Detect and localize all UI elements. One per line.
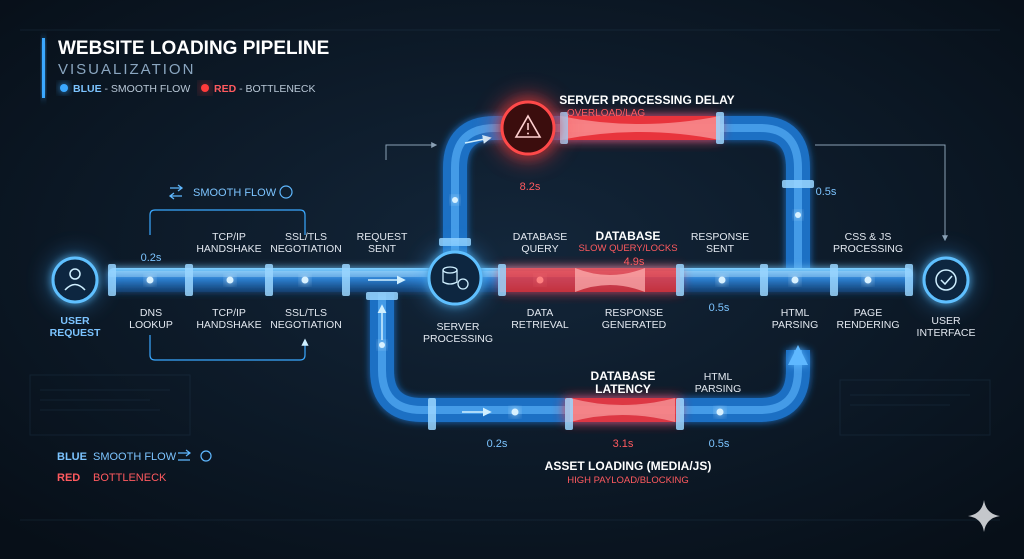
ssl-top-label-2: NEGOTIATION — [270, 243, 342, 255]
legend-bottom-blue-text: SMOOTH FLOW — [93, 451, 177, 463]
server-processing-node[interactable] — [421, 244, 489, 312]
flow-dots — [146, 197, 872, 416]
timing-bottom-right: 0.5s — [709, 438, 730, 450]
response-generated-label-2: GENERATED — [602, 319, 667, 331]
timing-response: 0.5s — [709, 302, 730, 314]
legend-bottom-red-key: RED — [57, 472, 80, 484]
connector-arrow-output — [815, 144, 948, 242]
legend-red-dot — [201, 84, 209, 92]
title-accent-bar — [42, 38, 45, 98]
timing-upper-right: 0.5s — [816, 186, 837, 198]
data-retrieval-label-1: DATA — [527, 307, 553, 319]
db-latency-constriction — [570, 398, 675, 422]
legend-top-red-text: - BOTTLENECK — [236, 83, 315, 95]
sparkle-icon — [968, 500, 1000, 532]
legend-top-red: RED - BOTTLENECK — [214, 83, 316, 95]
dns-label-2: LOOKUP — [129, 319, 173, 331]
tcp-bottom-label-1: TCP/IP — [212, 307, 246, 319]
title-line2: VISUALIZATION — [58, 61, 195, 78]
server-processing-label-1: SERVER — [437, 321, 480, 333]
smooth-flow-icon — [168, 184, 184, 200]
server-delay-sub: OVERLOAD/LAG — [567, 108, 646, 119]
ssl-top-label-1: SSL/TLS — [285, 231, 327, 243]
db-latency-title-2: LATENCY — [595, 382, 651, 396]
dns-label-1: DNS — [140, 307, 162, 319]
user-icon — [69, 268, 81, 280]
user-request-node[interactable] — [45, 250, 105, 310]
database-constriction — [575, 268, 645, 292]
html-parsing-label-1: HTML — [781, 307, 810, 319]
legend-top-blue-key: BLUE — [73, 83, 102, 95]
css-js-label-1: CSS & JS — [845, 231, 892, 243]
legend-top-red-key: RED — [214, 83, 237, 95]
db-query-label-2: QUERY — [521, 243, 558, 255]
db-latency-title-1: DATABASE — [591, 369, 656, 383]
background-panels — [20, 29, 1000, 521]
flow-icon — [178, 449, 212, 462]
server-delay-title: SERVER PROCESSING DELAY — [559, 93, 734, 107]
timing-dns: 0.2s — [141, 252, 162, 264]
ssl-bottom-label-1: SSL/TLS — [285, 307, 327, 319]
legend-bottom-red-text: BOTTLENECK — [93, 472, 167, 484]
html-parsing-label-2: PARSING — [772, 319, 818, 331]
request-sent-label-1: REQUEST — [357, 231, 408, 243]
title-line1: WEBSITE LOADING PIPELINE — [58, 38, 329, 59]
pipe-couplings — [108, 112, 913, 430]
refresh-icon — [279, 185, 293, 199]
data-retrieval-label-2: RETRIEVAL — [511, 319, 569, 331]
user-interface-node[interactable] — [916, 250, 976, 310]
smooth-flow-bracket-bottom — [149, 335, 309, 361]
request-sent-label-2: SENT — [368, 243, 397, 255]
tcp-top-label-1: TCP/IP — [212, 231, 246, 243]
response-generated-label-1: RESPONSE — [605, 307, 663, 319]
page-rendering-label-2: RENDERING — [836, 319, 899, 331]
database-sub-label: SLOW QUERY/LOCKS — [578, 243, 677, 254]
smooth-flow-label: SMOOTH FLOW — [193, 187, 277, 199]
db-query-label-1: DATABASE — [513, 231, 567, 243]
asset-loading-title: ASSET LOADING (MEDIA/JS) — [545, 459, 712, 473]
server-delay-constriction — [560, 116, 720, 140]
ssl-bottom-label-2: NEGOTIATION — [270, 319, 342, 331]
db-latency-html-2: PARSING — [695, 383, 741, 395]
user-request-label-2: REQUEST — [50, 327, 101, 339]
tcp-bottom-label-2: HANDSHAKE — [196, 319, 261, 331]
pipe-direction-arrows — [368, 134, 492, 417]
page-rendering-label-1: PAGE — [854, 307, 882, 319]
warning-icon — [514, 114, 542, 138]
legend-top-blue: BLUE - SMOOTH FLOW — [73, 83, 190, 95]
user-interface-label-1: USER — [931, 315, 961, 327]
timing-database: 4.9s — [624, 256, 645, 268]
css-js-label-2: PROCESSING — [833, 243, 903, 255]
response-sent-label-2: SENT — [706, 243, 735, 255]
legend-blue-dot — [60, 84, 68, 92]
legend-top-blue-text: - SMOOTH FLOW — [102, 83, 191, 95]
db-latency-html-1: HTML — [704, 371, 733, 383]
timing-db-latency: 3.1s — [613, 438, 634, 450]
response-sent-label-1: RESPONSE — [691, 231, 749, 243]
smooth-flow-bracket-top — [149, 209, 306, 235]
database-label: DATABASE — [596, 229, 661, 243]
user-interface-label-2: INTERFACE — [917, 327, 976, 339]
connector-arrow-request — [385, 142, 438, 160]
legend-bottom-blue-key: BLUE — [57, 451, 87, 463]
server-processing-label-2: PROCESSING — [423, 333, 493, 345]
user-request-label-1: USER — [60, 315, 90, 327]
timing-bottom-left: 0.2s — [487, 438, 508, 450]
server-delay-warning-node[interactable] — [492, 92, 564, 164]
tcp-top-label-2: HANDSHAKE — [196, 243, 261, 255]
up-arrow-icon — [788, 345, 808, 365]
timing-server-delay: 8.2s — [520, 181, 541, 193]
asset-loading-sub: HIGH PAYLOAD/BLOCKING — [567, 475, 689, 486]
check-icon — [935, 269, 957, 291]
